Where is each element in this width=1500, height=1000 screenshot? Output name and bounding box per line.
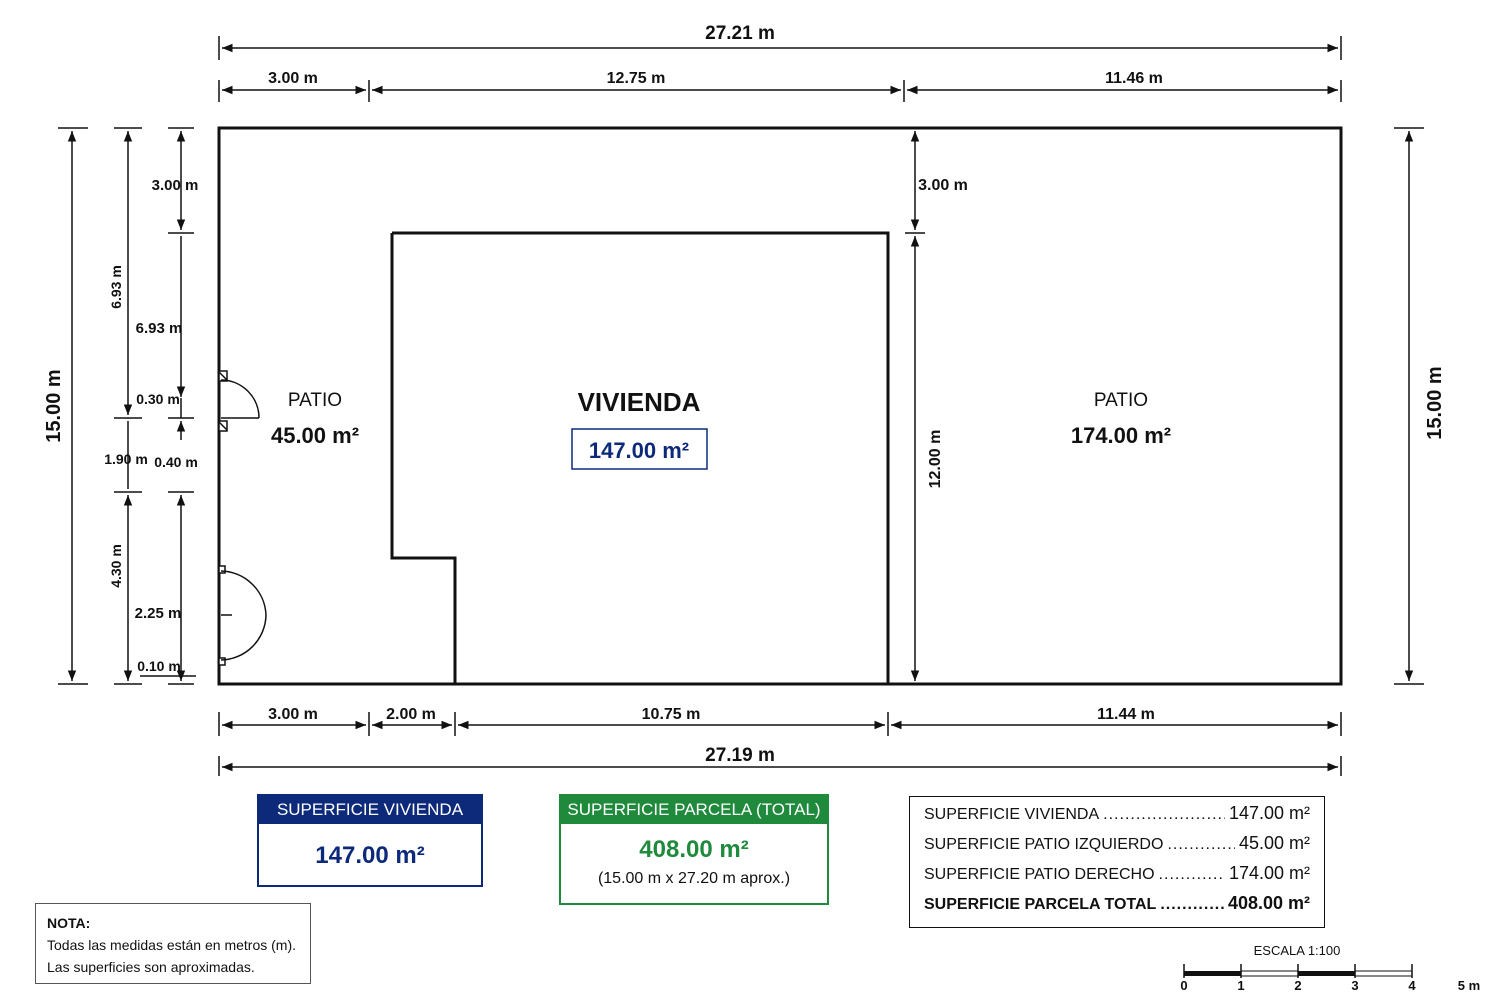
summary-dots: ........................................…	[1103, 806, 1225, 823]
dim-inner-040: 0.40 m	[154, 454, 198, 470]
box-superficie-vivienda: SUPERFICIE VIVIENDA 147.00 m²	[257, 794, 483, 887]
vivienda-name: VIVIENDA	[578, 387, 701, 417]
summary-label: SUPERFICIE PATIO DERECHO	[924, 866, 1155, 883]
door-double-lower	[218, 565, 267, 666]
door-upper	[218, 370, 260, 432]
dims-left	[58, 127, 196, 685]
summary-dots: ........................................…	[1160, 896, 1224, 913]
dim-bottom-c: 10.75 m	[642, 706, 701, 723]
box-superficie-parcela: SUPERFICIE PARCELA (TOTAL) 408.00 m² (15…	[559, 794, 829, 905]
scale-tick-3: 3	[1351, 978, 1358, 993]
dim-inner-3: 3.00 m	[152, 177, 199, 194]
dim-left-lower: 4.30 m	[108, 544, 124, 588]
note-line-1: Todas las medidas están en metros (m).	[47, 937, 296, 953]
summary-label: SUPERFICIE PATIO IZQUIERDO	[924, 836, 1164, 853]
box-parcela-value: 408.00 m²	[639, 836, 749, 863]
summary-value: 174.00 m²	[1228, 863, 1310, 883]
patio-right-name: PATIO	[1094, 390, 1148, 411]
box-vivienda-value: 147.00 m²	[315, 842, 425, 869]
vivienda-area-frame	[571, 428, 708, 470]
note-title: NOTA:	[47, 915, 91, 931]
scale-bar: ESCALA 1:100 0 1 2 3 4 5 m	[1180, 943, 1480, 993]
scale-tick-4: 4	[1408, 978, 1416, 993]
dim-house-top-gap: 3.00 m	[918, 177, 968, 194]
summary-table: SUPERFICIE VIVIENDA ....................…	[909, 796, 1325, 928]
patio-right-area: 174.00 m²	[1071, 423, 1171, 448]
plot-outline	[217, 126, 1343, 686]
dim-top-right: 11.46 m	[1105, 70, 1163, 87]
scale-tick-0: 0	[1180, 978, 1187, 993]
dims-top	[218, 36, 1342, 102]
dim-inner-010: 0.10 m	[137, 658, 181, 674]
dim-top-left: 3.00 m	[268, 70, 318, 87]
summary-row-total: SUPERFICIE PARCELA TOTAL ...............…	[924, 893, 1310, 923]
dims-right	[905, 127, 1424, 685]
dim-top-mid: 12.75 m	[607, 70, 666, 87]
dims-bottom	[218, 712, 1342, 776]
note-line-2: Las superficies son aproximadas.	[47, 959, 255, 975]
summary-value: 147.00 m²	[1228, 803, 1310, 823]
dim-bottom-b: 2.00 m	[386, 706, 436, 723]
summary-dots: ........................................…	[1167, 836, 1235, 853]
summary-value: 408.00 m²	[1227, 893, 1310, 913]
dim-top-total: 27.21 m	[705, 23, 775, 44]
summary-row-patio-izquierdo: SUPERFICIE PATIO IZQUIERDO .............…	[924, 833, 1310, 863]
summary-value: 45.00 m²	[1238, 833, 1310, 853]
scale-end-label: 5 m	[1458, 978, 1480, 993]
note-box: NOTA: Todas las medidas están en metros …	[35, 903, 311, 984]
dim-bottom-a: 3.00 m	[268, 706, 318, 723]
dim-inner-225: 2.25 m	[135, 605, 182, 622]
dim-left-total: 15.00 m	[43, 369, 65, 442]
dim-bottom-d: 11.44 m	[1097, 706, 1155, 723]
box-parcela-title: SUPERFICIE PARCELA (TOTAL)	[561, 796, 827, 824]
box-vivienda-title: SUPERFICIE VIVIENDA	[259, 796, 481, 824]
summary-row-vivienda: SUPERFICIE VIVIENDA ....................…	[924, 803, 1310, 833]
dim-left-gap: 1.90 m	[104, 451, 148, 467]
vivienda-area: 147.00 m²	[589, 438, 689, 463]
summary-label: SUPERFICIE PARCELA TOTAL	[924, 896, 1157, 913]
dim-bottom-total: 27.19 m	[705, 745, 775, 766]
scale-tick-2: 2	[1294, 978, 1301, 993]
summary-dots: ........................................…	[1158, 866, 1225, 883]
summary-row-patio-derecho: SUPERFICIE PATIO DERECHO ...............…	[924, 863, 1310, 893]
patio-left-name: PATIO	[288, 390, 342, 411]
patio-left-area: 45.00 m²	[271, 423, 359, 448]
house-outline	[390, 231, 890, 684]
box-parcela-sub: (15.00 m x 27.20 m aprox.)	[597, 870, 791, 887]
dim-left-upper: 6.93 m	[108, 265, 124, 309]
scale-tick-1: 1	[1237, 978, 1244, 993]
summary-label: SUPERFICIE VIVIENDA	[924, 806, 1100, 823]
dim-inner-030: 0.30 m	[136, 391, 180, 407]
scale-title: ESCALA 1:100	[1254, 943, 1341, 958]
dim-right-total: 15.00 m	[1424, 366, 1446, 439]
dim-inner-693: 6.93 m	[136, 320, 183, 337]
dim-house-height: 12.00 m	[927, 430, 944, 489]
